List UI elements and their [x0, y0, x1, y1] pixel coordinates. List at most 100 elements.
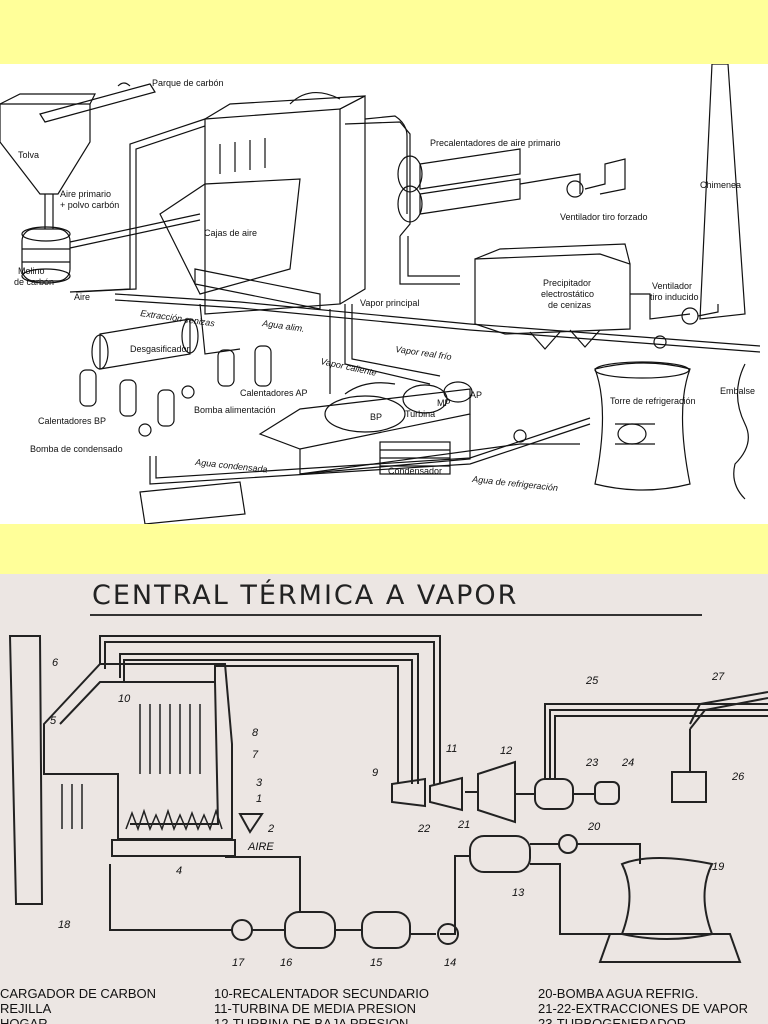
lp-heater-3	[157, 389, 175, 427]
label-vapor-caliente: Vapor caliente	[320, 356, 378, 378]
label-precalentadores: Precalentadores de aire primario	[430, 138, 561, 148]
legend-col-3: 20-BOMBA AGUA REFRIG. 21-22-EXTRACCIONES…	[538, 986, 748, 1024]
label-bomba-alimentacion: Bomba alimentación	[194, 405, 276, 415]
label-calentadores-bp: Calentadores BP	[38, 416, 106, 426]
deaerator	[99, 318, 191, 370]
hp-heater-2-2	[284, 911, 336, 949]
label-electrostatico: electrostático	[541, 289, 594, 299]
label-condensador: Condensador	[388, 466, 442, 476]
label-desgasificador: Desgasificador	[130, 344, 190, 354]
label-ventilador: Ventilador	[652, 281, 692, 291]
reservoir-shore	[733, 363, 749, 500]
plant-isometric-svg: Parque de carbón Tolva Aire primario + p…	[0, 64, 761, 524]
legend-item: 21-22-EXTRACCIONES DE VAPOR	[538, 1001, 748, 1016]
transformer	[671, 771, 707, 803]
legend-item: 20-BOMBA AGUA REFRIG.	[538, 986, 699, 1001]
label-bomba-condensado: Bomba de condensado	[30, 444, 123, 454]
num-1: 1	[256, 793, 262, 805]
label-polvo-carbon: + polvo carbón	[60, 200, 119, 210]
mp-turbine	[429, 776, 463, 812]
num-20: 20	[587, 821, 601, 833]
num-15: 15	[370, 957, 383, 969]
num-3: 3	[256, 777, 263, 789]
title-underline	[90, 614, 702, 616]
legend-item: HOGAR	[0, 1016, 48, 1024]
lp-heater-1	[79, 369, 97, 407]
turbine-set	[258, 388, 471, 450]
plant-isometric-diagram: Parque de carbón Tolva Aire primario + p…	[0, 64, 768, 524]
ash-conveyor	[194, 268, 321, 310]
label-cajas-aire: Cajas de aire	[204, 228, 257, 238]
hp-turbine	[391, 777, 426, 808]
forced-draft-fan	[566, 180, 584, 198]
label-ap: AP	[470, 390, 482, 400]
turbo-generator	[534, 778, 574, 810]
label-calentadores-ap: Calentadores AP	[240, 388, 308, 398]
num-22: 22	[417, 823, 430, 835]
label-aire-schematic: AIRE	[247, 841, 274, 853]
schematic-title: CENTRAL TÉRMICA A VAPOR	[92, 580, 519, 611]
label-vapor-principal: Vapor principal	[360, 298, 419, 308]
schematic-svg: 1 2 3 4 5 6 7 8 9 10 11 12 13 14 15 16 1…	[8, 635, 768, 969]
legend-item: 12-TURBINA DE BAJA PRESION	[214, 1016, 409, 1024]
legend-item: CARGADOR DE CARBON	[0, 986, 157, 1001]
feed-pump-2	[231, 919, 253, 941]
stack	[8, 635, 44, 905]
label-molino: Molino	[18, 266, 45, 276]
legend-item: 10-RECALENTADOR SECUNDARIO	[214, 986, 430, 1001]
label-parque-carbon: Parque de carbón	[152, 78, 224, 88]
conveyor-arrow	[117, 82, 131, 87]
num-19: 19	[712, 861, 724, 873]
num-17: 17	[232, 957, 245, 969]
legend-item: REJILLA	[0, 1001, 52, 1016]
label-precipitador: Precipitador	[543, 278, 591, 288]
label-tolva: Tolva	[18, 150, 39, 160]
legend-item: 11-TURBINA DE MEDIA PRESION	[214, 1001, 417, 1016]
label-de-carbon: de carbón	[14, 277, 54, 287]
grate	[111, 839, 236, 857]
cooling-tower-2	[620, 857, 714, 940]
coal-conveyor	[39, 83, 156, 123]
legend-col-2: 10-RECALENTADOR SECUNDARIO 11-TURBINA DE…	[214, 986, 429, 1024]
num-8: 8	[252, 727, 259, 739]
cooling-pump	[558, 834, 578, 854]
lp-turbine	[477, 760, 516, 824]
boiler	[204, 108, 341, 315]
lp-heater-2-2	[361, 911, 411, 949]
label-turbina: Turbina	[405, 409, 435, 419]
condenser-2	[469, 835, 531, 873]
num-27: 27	[711, 671, 725, 683]
label-torre-refrigeracion: Torre de refrigeración	[610, 396, 696, 406]
water-tank	[139, 481, 246, 524]
air-preheater	[397, 155, 423, 193]
num-5: 5	[50, 715, 57, 727]
flames	[125, 808, 223, 832]
num-9: 9	[372, 767, 378, 779]
exciter	[594, 781, 620, 805]
num-4: 4	[176, 865, 182, 877]
label-vapor-real-frio: Vapor real frío	[395, 344, 453, 362]
num-14: 14	[444, 957, 456, 969]
num-24: 24	[621, 757, 634, 769]
label-de-cenizas: de cenizas	[548, 300, 592, 310]
label-tiro-inducido: tiro inducido	[650, 292, 699, 302]
num-7: 7	[252, 749, 259, 761]
label-agua-alim: Agua alim.	[261, 318, 305, 334]
cooling-tower	[594, 362, 691, 491]
legend-col-1: CARGADOR DE CARBON REJILLA HOGAR	[0, 986, 156, 1024]
hp-heater-1	[217, 349, 235, 387]
label-bp: BP	[370, 412, 382, 422]
chimney	[699, 64, 746, 320]
induced-draft-fan	[681, 307, 699, 325]
label-aire: Aire	[74, 292, 90, 302]
label-agua-refrigeracion: Agua de refrigeración	[471, 474, 559, 493]
lp-heater-2	[119, 379, 137, 417]
num-16: 16	[280, 957, 293, 969]
num-10: 10	[118, 693, 131, 705]
coal-mill	[21, 228, 71, 282]
condensate-pump	[138, 423, 152, 437]
num-21: 21	[457, 819, 470, 831]
num-2: 2	[267, 823, 274, 835]
feed-pump	[181, 385, 195, 399]
num-26: 26	[731, 771, 745, 783]
